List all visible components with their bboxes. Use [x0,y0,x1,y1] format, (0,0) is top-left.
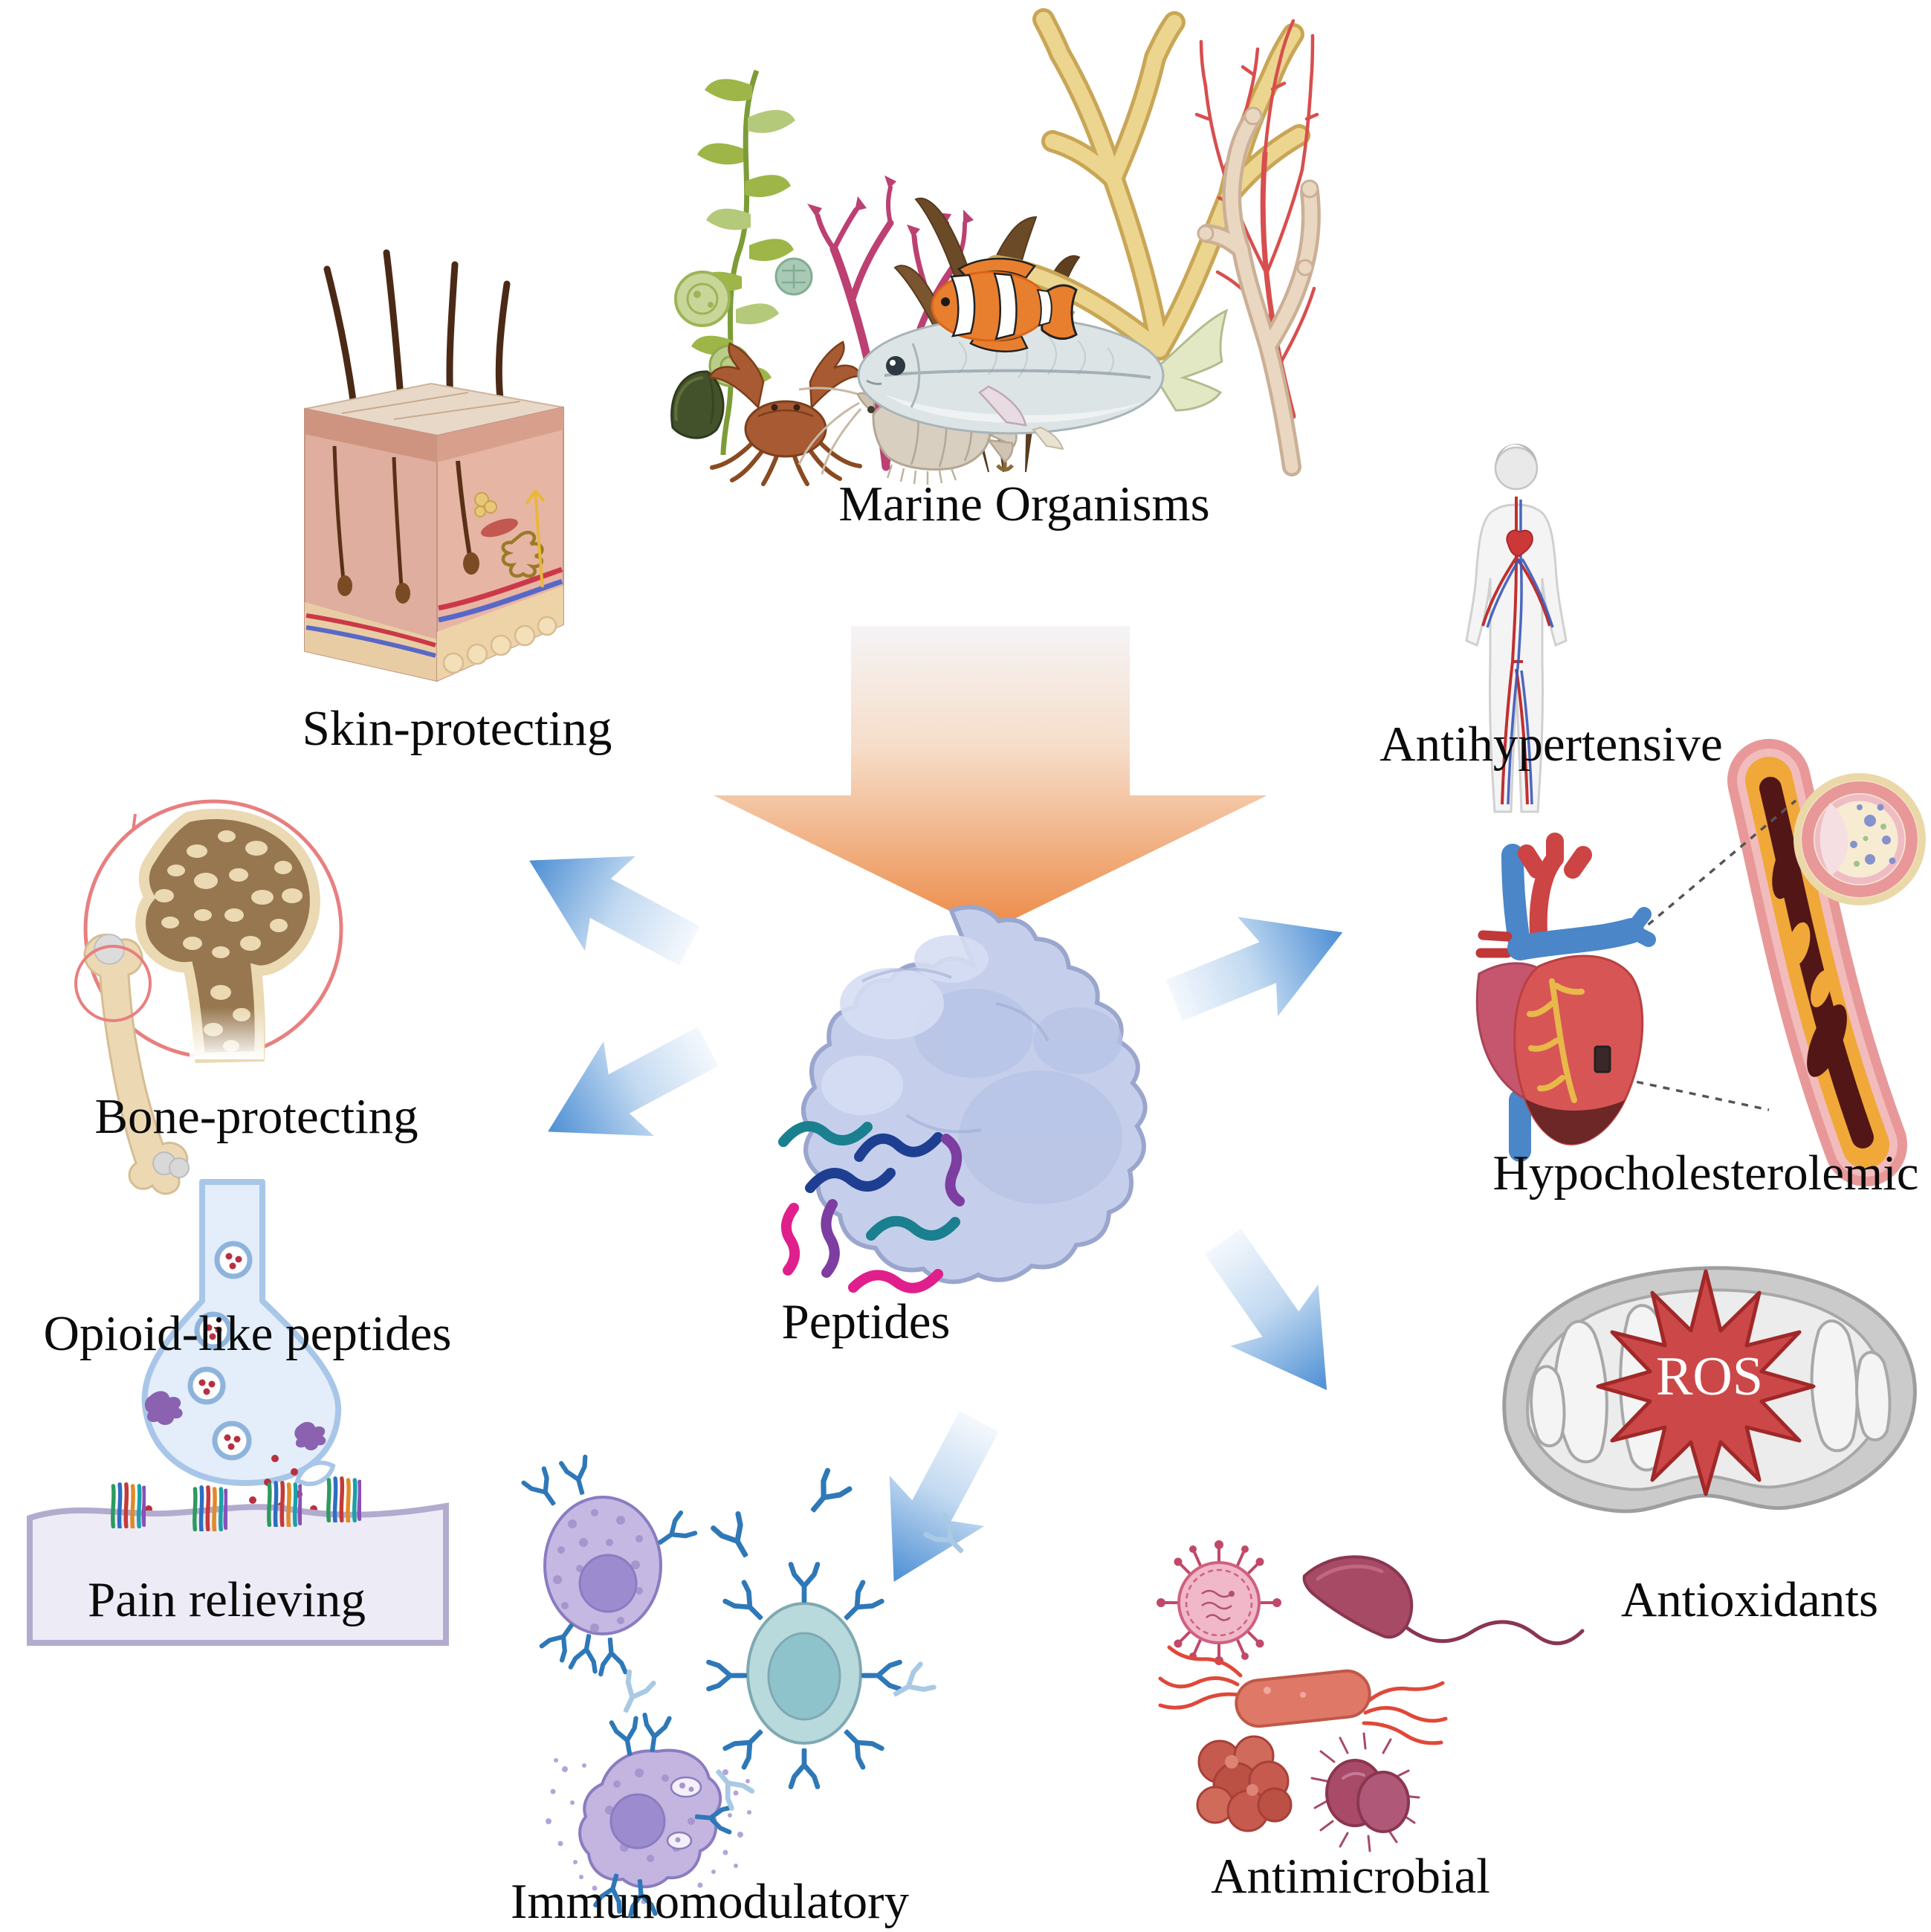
crab-icon [708,340,862,486]
rod-bacterium-icon [1158,1645,1448,1745]
mussel-icon [670,370,725,439]
immune-cell-degranulating [546,1715,751,1916]
bone-cross-section [135,808,320,1064]
label-peptides: Peptides [781,1294,951,1349]
vesicles [187,1241,253,1461]
staphylococcus-cluster-icon [1196,1735,1293,1832]
label-opioid-like-peptides: Opioid-like peptides [43,1306,452,1361]
virus-icon [1157,1540,1281,1665]
femur-icon [83,934,190,1195]
artery-cross-section [1793,773,1926,905]
label-pain-relieving: Pain relieving [88,1572,366,1627]
skin-cross-section-illustration [304,249,564,682]
silver-fish-icon [857,304,1229,450]
label-skin-protecting: Skin-protecting [302,701,612,756]
synapse-illustration [27,1179,449,1646]
label-ros: ROS [1656,1346,1763,1407]
label-antimicrobial: Antimicrobial [1211,1849,1490,1904]
label-antioxidants: Antioxidants [1620,1572,1879,1627]
heart-artery-illustration [1475,739,1926,1186]
immune-cell-lymphocyte [708,1564,899,1786]
beige-coral-icon [1197,106,1321,476]
flow-arrow-to-antioxidants [1170,1204,1380,1428]
marine-organisms-illustration [670,8,1321,486]
flow-arrow-to-bone [517,989,740,1188]
immune-cell-granulocyte [524,1457,696,1674]
label-antihypertensive: Antihypertensive [1379,717,1723,772]
opioid-peptide-blob [144,1391,183,1425]
orange-down-arrow [714,626,1267,931]
label-marine-organisms: Marine Organisms [838,476,1210,532]
clownfish-icon [931,257,1078,352]
label-hypocholesterolemic: Hypocholesterolemic [1492,1146,1919,1201]
microbes-illustration [1157,1540,1585,1852]
clogged-artery [1727,739,1907,1186]
vibrio-bacterium-icon [1302,1555,1585,1646]
ros-star [1596,1269,1816,1496]
mitochondrion-ros-illustration [1502,1266,1917,1513]
immune-cells-illustration [513,1472,989,1918]
peptides-protein-illustration [778,905,1148,1293]
heart-icon [1475,833,1656,1162]
label-immunomodulatory: Immunomodulatory [511,1874,909,1929]
bone-protecting-illustration [74,799,343,1195]
peptide-squiggles [778,1121,965,1293]
label-bone-protecting: Bone-protecting [94,1089,418,1144]
human-circulation-illustration [1465,443,1568,813]
diplococcus-icon [1310,1732,1420,1852]
flow-arrow-to-skin [498,804,722,1002]
